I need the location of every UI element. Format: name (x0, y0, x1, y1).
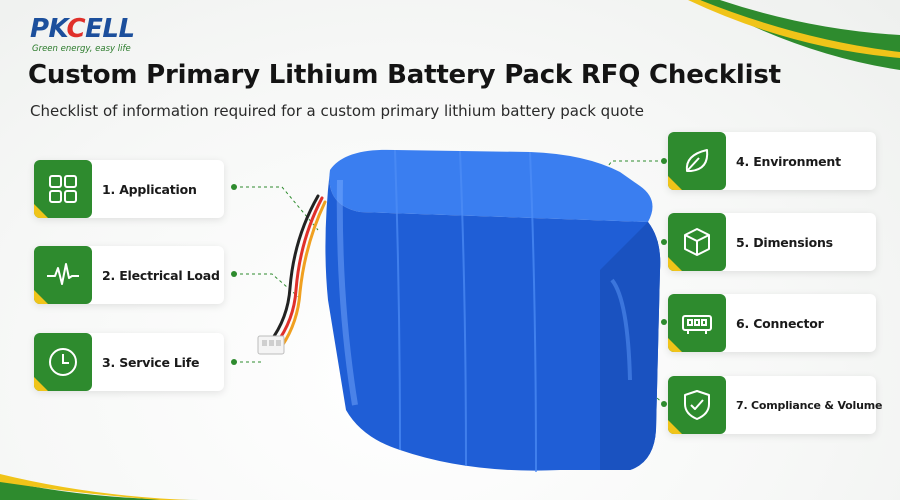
checklist-label: 6. Connector (736, 315, 824, 331)
leaf-icon (685, 149, 709, 172)
leader-dot (661, 158, 667, 164)
logo-tagline: Green energy, easy life (32, 44, 131, 54)
checklist-label: 2. Electrical Load (102, 267, 220, 283)
shield-check-icon (684, 390, 710, 420)
checklist-label: 7. Compliance & Volume (736, 398, 883, 412)
checklist-item-service-life: 3. Service Life (34, 333, 224, 391)
checklist-label: 1. Application (102, 181, 197, 197)
checklist-item-application: 1. Application (34, 160, 224, 218)
checklist-item-dimensions: 5. Dimensions (668, 213, 876, 271)
grid-icon (49, 175, 77, 203)
leader-dot (661, 239, 667, 245)
checklist-item-electrical-load: 2. Electrical Load (34, 246, 224, 304)
connector-icon (682, 315, 712, 334)
logo-wordmark: PKCELL (30, 14, 135, 44)
checklist-label: 4. Environment (736, 153, 841, 169)
leader-dot (661, 401, 667, 407)
clock-icon (49, 348, 77, 376)
page-title: Custom Primary Lithium Battery Pack RFQ … (28, 60, 781, 90)
checklist-label: 5. Dimensions (736, 234, 833, 250)
leader-dot (661, 319, 667, 325)
corner-swoosh-bottom-left (0, 474, 200, 500)
page-subtitle: Checklist of information required for a … (30, 102, 644, 120)
leader-dot (231, 271, 237, 277)
leader-dot (231, 184, 237, 190)
checklist-item-environment: 4. Environment (668, 132, 876, 190)
corner-swoosh-top-right (688, 0, 900, 70)
brand-logo: PKCELL Green energy, easy life (30, 14, 180, 56)
checklist-item-connector: 6. Connector (668, 294, 876, 352)
cube-icon (684, 228, 710, 256)
leader-dot (231, 359, 237, 365)
checklist-item-compliance-volume: 7. Compliance & Volume (668, 376, 882, 434)
checklist-label: 3. Service Life (102, 354, 200, 370)
pulse-icon (47, 263, 79, 285)
